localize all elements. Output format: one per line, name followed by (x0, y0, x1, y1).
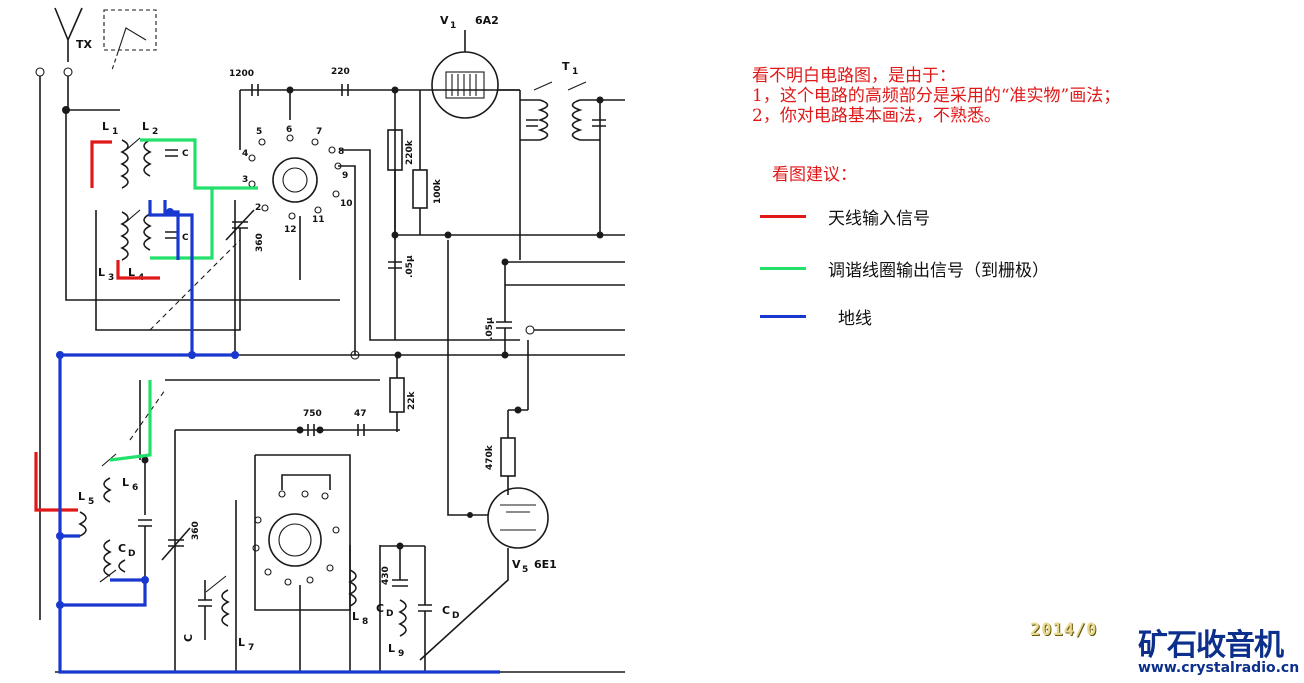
legend-label-antenna: 天线输入信号 (828, 208, 930, 229)
cd-label-l4: C (182, 233, 189, 243)
svg-text:.05μ: .05μ (485, 317, 495, 340)
cd-label-left: C (118, 542, 126, 555)
cd-label-l8: C (376, 602, 384, 615)
cap-1200-label: 1200 (229, 69, 254, 79)
svg-text:3: 3 (242, 175, 248, 185)
svg-text:10: 10 (340, 199, 353, 209)
svg-text:L: L (388, 642, 395, 655)
cd-label-right: C (442, 604, 450, 617)
explanation-line-2: 1，这个电路的高频部分是采用的“准实物”画法； (752, 86, 1121, 106)
svg-text:L: L (352, 610, 359, 623)
svg-text:D: D (452, 611, 459, 621)
transformer-t1: T 1 (520, 60, 625, 235)
svg-text:L: L (122, 476, 129, 489)
svg-text:3: 3 (108, 273, 114, 283)
svg-text:430: 430 (381, 566, 391, 585)
svg-text:D: D (128, 549, 135, 559)
svg-text:1: 1 (112, 127, 118, 137)
resistor-100k (412, 169, 428, 209)
legend-swatch-green (760, 266, 806, 270)
cap-360-top-label: 360 (255, 233, 265, 252)
svg-text:.05μ: .05μ (405, 255, 415, 278)
svg-text:750: 750 (303, 409, 322, 419)
svg-text:9: 9 (398, 649, 404, 659)
resistor-22k (389, 377, 405, 413)
resistor-470k (500, 437, 516, 477)
svg-text:360: 360 (191, 521, 201, 540)
svg-text:6: 6 (286, 125, 292, 135)
svg-text:8: 8 (362, 617, 368, 627)
coil-l1-l4: L 1 L 2 L 3 L 4 C C (98, 120, 189, 283)
coil-l5-l6: L 5 L 6 C D (78, 476, 138, 577)
svg-text:5: 5 (522, 565, 528, 575)
cd-label-l2: C (182, 149, 189, 159)
tube-v5: V 5 6E1 (447, 240, 557, 575)
svg-text:D: D (386, 609, 393, 619)
watermark-url: www.crystalradio.cn (1138, 660, 1300, 676)
cap-220-label: 220 (331, 67, 350, 77)
legend-label-tuned: 调谐线圈输出信号（到栅极） (828, 260, 1049, 281)
svg-text:5: 5 (256, 127, 262, 137)
legend-swatch-red (760, 214, 806, 218)
svg-text:L: L (128, 266, 135, 279)
svg-text:47: 47 (354, 409, 367, 419)
tips-title: 看图建议： (772, 165, 857, 185)
legend-swatch-blue (760, 314, 806, 318)
band-switch-2 (252, 490, 340, 586)
watermark-logo: 矿石收音机 (1138, 628, 1284, 663)
svg-text:L: L (98, 266, 105, 279)
highlight-ground (56, 200, 500, 674)
tx-label: TX (76, 38, 93, 51)
highlight-tuned-output (109, 138, 258, 462)
coil-l7: L 7 C (182, 575, 254, 653)
circuit-schematic: TX 1200 220 V 1 6A2 T 1 (34, 7, 625, 674)
antenna-symbol: TX (54, 7, 157, 71)
t1-label: T (562, 60, 570, 73)
svg-text:L: L (238, 636, 245, 649)
terminal-left (35, 67, 45, 77)
svg-text:5: 5 (88, 497, 94, 507)
watermark-date: 2014/0 (1030, 620, 1098, 640)
legend-item-ground: 地线 (760, 304, 872, 329)
explanation-line-1: 看不明白电路图，是由于： (752, 66, 956, 86)
explanation-text: 看不明白电路图，是由于： 1，这个电路的高频部分是采用的“准实物”画法； 2，你… (752, 66, 1120, 126)
svg-text:8: 8 (338, 147, 344, 157)
cd-label-l7: C (182, 634, 195, 642)
legend-item-antenna: 天线输入信号 (760, 204, 930, 229)
svg-text:2: 2 (152, 127, 158, 137)
svg-text:2: 2 (255, 203, 261, 213)
explanation-line-3: 2，你对电路基本画法，不熟悉。 (752, 106, 1001, 126)
svg-text:11: 11 (312, 215, 325, 225)
svg-text:22k: 22k (407, 390, 417, 410)
svg-text:7: 7 (316, 127, 322, 137)
tube-v1: V 1 6A2 (431, 14, 520, 119)
band-switch-1: 5 6 7 4 3 2 12 11 10 9 8 (242, 125, 353, 235)
svg-text:100k: 100k (433, 178, 443, 204)
svg-text:L: L (102, 120, 109, 133)
svg-text:7: 7 (248, 643, 254, 653)
v5-label: V (512, 558, 521, 571)
legend-item-tuned: 调谐线圈输出信号（到栅极） (760, 256, 1049, 281)
svg-text:L: L (142, 120, 149, 133)
svg-text:6: 6 (132, 483, 138, 493)
svg-text:L: L (78, 490, 85, 503)
v1-type-label: 6A2 (475, 14, 499, 27)
svg-text:4: 4 (242, 149, 248, 159)
svg-text:1: 1 (572, 67, 578, 77)
svg-text:470k: 470k (485, 444, 495, 470)
svg-text:220k: 220k (405, 139, 415, 165)
terminal-tx (63, 67, 73, 77)
legend-label-ground: 地线 (838, 308, 872, 329)
svg-text:9: 9 (342, 171, 348, 181)
v5-type-label: 6E1 (534, 558, 557, 571)
highlight-antenna-input (34, 140, 160, 512)
svg-text:12: 12 (284, 225, 297, 235)
coil-l8-l9: 430 L 8 L 9 C D C D (348, 542, 459, 672)
v1-label: V (440, 14, 449, 27)
svg-text:1: 1 (450, 21, 456, 31)
